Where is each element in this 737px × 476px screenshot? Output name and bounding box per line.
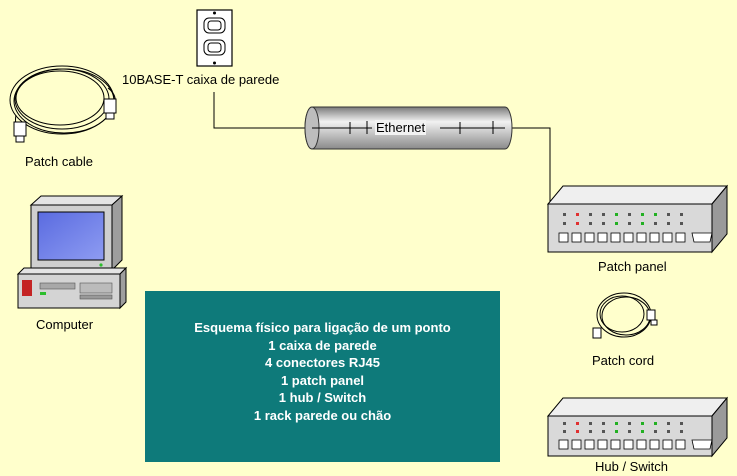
wall-outlet-icon [196,9,233,67]
info-line-wall-box: 1 caixa de parede [268,337,377,353]
patch-panel-label: Patch panel [598,259,667,274]
patch-cord-label: Patch cord [592,353,655,368]
computer-label: Computer [36,317,94,332]
info-line-title: Esquema físico para ligação de um ponto [194,320,451,335]
ethernet-connection-lines [213,92,551,210]
ethernet-label: Ethernet [375,120,427,135]
info-line-hub-switch: 1 hub / Switch [278,390,367,405]
hub-switch-label: Hub / Switch [595,459,668,474]
info-line-patch-panel: 1 patch panel [280,372,365,388]
info-line-rack: 1 rack parede ou chão [253,407,392,423]
computer-icon [16,194,128,310]
patch-cable-label: Patch cable [25,154,93,169]
hub-switch-icon [546,396,729,458]
info-box: Esquema físico para ligação de um ponto … [145,291,500,462]
patch-cable-icon [9,65,117,143]
info-line-connectors: 4 conectores RJ45 [265,355,380,370]
patch-panel-icon [546,184,729,254]
patch-cord-icon [592,292,658,339]
wall-box-label: 10BASE-T caixa de parede [122,72,280,87]
